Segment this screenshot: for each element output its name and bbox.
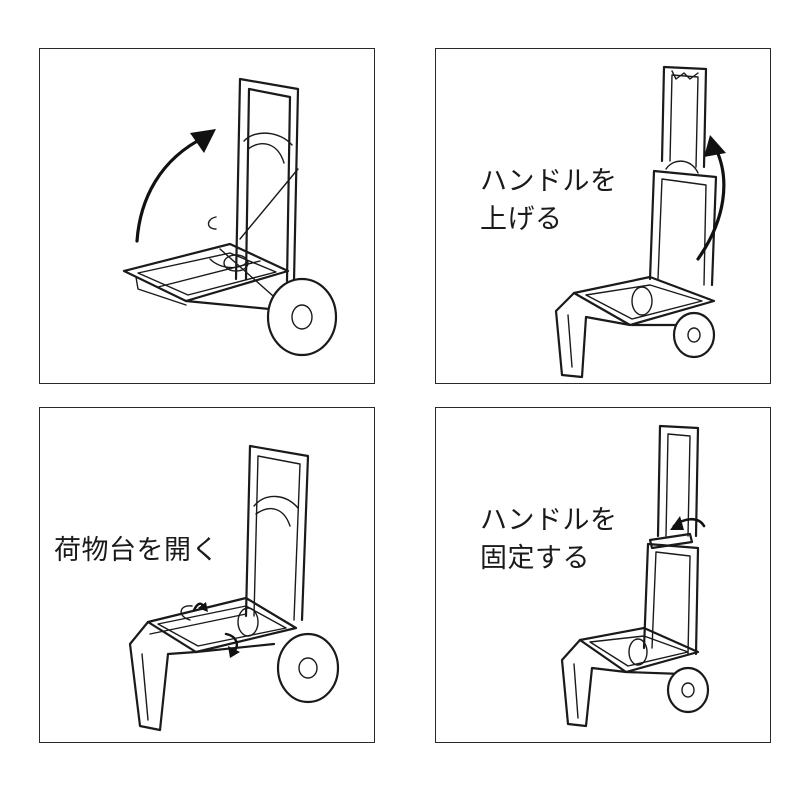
curved-arrow-icon xyxy=(135,135,207,243)
raise-handle-illustration xyxy=(554,65,726,379)
open-platform-illustration xyxy=(128,444,340,732)
panel-step-1 xyxy=(39,48,375,384)
caption-open-platform: 荷物台を開く xyxy=(54,532,219,570)
wheel-icon xyxy=(266,277,338,357)
caption-line: ハンドルを xyxy=(480,505,618,536)
caption-line: 荷物台を開く xyxy=(54,535,219,566)
folded-cart-illustration xyxy=(122,77,338,357)
caption-line: 固定する xyxy=(480,543,590,574)
panel-step-4: ハンドルを 固定する xyxy=(435,407,771,743)
caption-line: ハンドルを xyxy=(480,166,618,197)
arrow-head-icon xyxy=(190,129,216,153)
panel-step-3: 荷物台を開く xyxy=(39,407,375,743)
caption-lock-handle: ハンドルを 固定する xyxy=(480,502,618,578)
caption-line: 上げる xyxy=(480,204,563,235)
panel-step-2: ハンドルを 上げる xyxy=(435,48,771,384)
lock-handle-illustration xyxy=(560,424,710,728)
caption-raise-handle: ハンドルを 上げる xyxy=(480,163,618,239)
